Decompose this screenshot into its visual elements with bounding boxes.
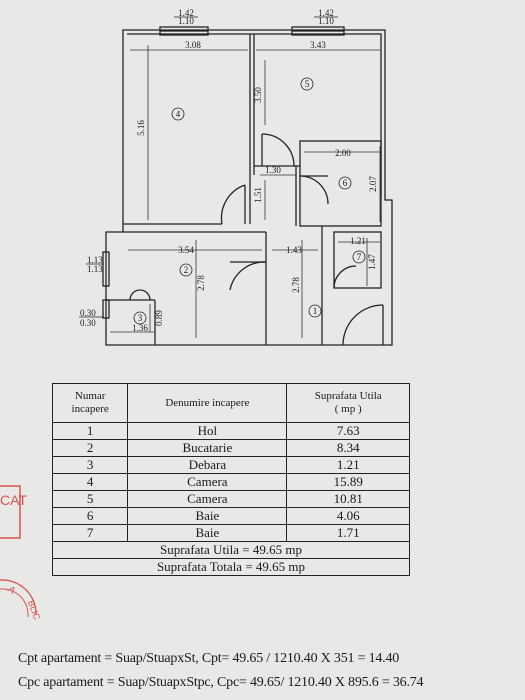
header-area: Suprafata Utila ( mp ) <box>286 383 410 423</box>
cell-area: 1.71 <box>286 524 410 542</box>
dim-hall-height: 1.51 <box>253 187 263 203</box>
stamp-text-1: CAT <box>0 492 27 508</box>
cell-nr: 5 <box>51 490 129 508</box>
dim-r3-height: 0.89 <box>154 310 164 326</box>
total-overall-row: Suprafata Totala = 49.65 mp <box>52 558 410 576</box>
cell-name: Baie <box>127 524 288 542</box>
dim-hall-width: 1.30 <box>265 165 281 175</box>
window-left <box>102 251 110 287</box>
stamp-round: A BLIC <box>0 575 42 635</box>
cell-area: 8.34 <box>286 439 410 457</box>
room-number-4: 4 <box>176 109 181 119</box>
total-useful: Suprafata Utila = 49.65 mp <box>52 541 410 559</box>
window-top-left-label-2: 1.10 <box>178 16 194 26</box>
cell-name: Debara <box>127 456 288 474</box>
window-left-label-1: 1.13 <box>87 255 103 265</box>
cell-name: Bucatarie <box>127 439 288 457</box>
stamp: CAT <box>0 478 27 548</box>
dim-r6-width: 2.00 <box>335 148 351 158</box>
dim-r5-height: 3.50 <box>253 87 263 103</box>
cell-name: Camera <box>127 473 288 491</box>
room-number-5: 5 <box>305 79 310 89</box>
room-table: Numar incapere Denumire incapere Suprafa… <box>51 383 410 576</box>
dim-r7-height: 1.47 <box>367 254 377 270</box>
room-number-2: 2 <box>184 265 189 275</box>
outer-wall <box>105 29 393 346</box>
window-left-small-label-1: 0.30 <box>80 308 96 318</box>
cell-nr: 7 <box>51 524 129 542</box>
dim-r1-height: 2.78 <box>291 277 301 293</box>
floor-plan: 1.42 1.10 1.42 1.10 1.13 1.13 0.30 0.30 … <box>79 8 393 346</box>
cell-nr: 1 <box>51 422 129 440</box>
dim-r7-width: 1.21 <box>350 236 366 246</box>
dim-r4-width: 3.08 <box>185 40 201 50</box>
stamp-frame <box>0 485 21 539</box>
dim-r4-height: 5.16 <box>136 120 146 136</box>
formula-cpc: Cpc apartament = Suap/StuapxStpc, Cpc= 4… <box>18 675 424 690</box>
window-left-small-label-2: 0.30 <box>80 318 96 328</box>
dim-r2-width: 3.54 <box>178 245 194 255</box>
room-number-7: 7 <box>357 252 362 262</box>
formula-cpt: Cpt apartament = Suap/StuapxSt, Cpt= 49.… <box>18 651 400 666</box>
cell-area: 1.21 <box>286 456 410 474</box>
cell-nr: 2 <box>51 439 129 457</box>
table-header-row: Numar incapere Denumire incapere Suprafa… <box>51 383 410 423</box>
dim-r1-width: 1.43 <box>286 245 302 255</box>
window-top-right-label-1: 1.42 <box>318 8 334 18</box>
cell-name: Camera <box>127 490 288 508</box>
cell-nr: 4 <box>51 473 129 491</box>
dim-r6-height: 2.07 <box>368 176 378 192</box>
header-number: Numar incapere <box>51 383 129 423</box>
room-number-3: 3 <box>138 313 143 323</box>
window-left-label-2: 1.13 <box>87 264 103 274</box>
total-overall: Suprafata Totala = 49.65 mp <box>52 558 410 576</box>
cell-name: Hol <box>127 422 288 440</box>
cell-area: 7.63 <box>286 422 410 440</box>
stamp-circle <box>0 579 37 618</box>
dim-r2-height: 2.78 <box>196 275 206 291</box>
room-number-1: 1 <box>313 306 318 316</box>
total-useful-row: Suprafata Utila = 49.65 mp <box>52 541 410 559</box>
dim-r5-width: 3.43 <box>310 40 326 50</box>
header-name: Denumire incapere <box>127 383 288 423</box>
cell-nr: 3 <box>51 456 129 474</box>
cell-area: 10.81 <box>286 490 410 508</box>
cell-area: 15.89 <box>286 473 410 491</box>
cell-nr: 6 <box>51 507 129 525</box>
window-top-right-label-2: 1.10 <box>318 16 334 26</box>
room-number-6: 6 <box>343 178 348 188</box>
dim-r3-width: 1.36 <box>132 323 148 333</box>
cell-area: 4.06 <box>286 507 410 525</box>
cell-name: Baie <box>127 507 288 525</box>
window-top-left-label-1: 1.42 <box>178 8 194 18</box>
